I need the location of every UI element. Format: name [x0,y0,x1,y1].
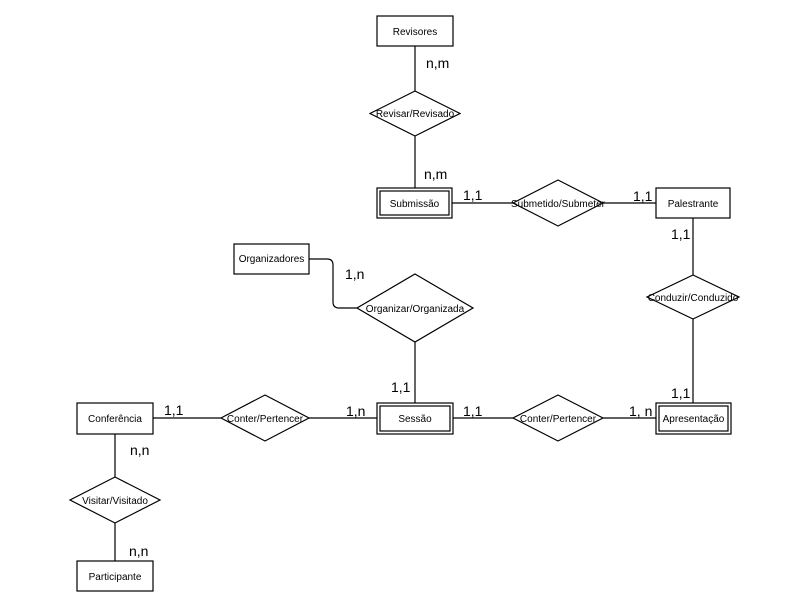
cardinality-conferencia-visitar: n,n [130,442,149,458]
entity-organizadores[interactable]: Organizadores [233,243,310,275]
entity-palestrante[interactable]: Palestrante [655,187,731,219]
relationship-submetido[interactable]: Submetido/Submeter [511,179,606,227]
entity-sessao[interactable]: Sessão [376,402,454,435]
entity-conferencia[interactable]: Conferência [76,402,154,435]
cardinality-sessao-conter2: 1,1 [463,403,483,419]
entity-label: Conferência [88,414,142,425]
cardinality-conferencia-conter: 1,1 [164,402,184,418]
cardinality-apresentacao-conduzir: 1,1 [671,385,691,401]
relationship-label: Conduzir/Conduzido [648,293,739,304]
entity-label: Apresentação [663,414,725,425]
cardinality-apresentacao-conter2: 1, n [629,403,652,419]
relationship-revisar[interactable]: Revisar/Revisado [368,90,462,137]
entity-label: Sessão [398,414,432,425]
entity-participante[interactable]: Participante [76,560,154,592]
entity-revisores[interactable]: Revisores [376,15,454,47]
entity-label: Palestrante [668,199,719,210]
entity-label: Submissão [390,199,440,210]
cardinality-palestrante-submetido: 1,1 [633,188,653,204]
relationship-conduzir[interactable]: Conduzir/Conduzido [645,274,741,320]
edges [114,46,694,561]
entity-label: Organizadores [239,254,305,265]
cardinality-submissao-submetido: 1,1 [463,187,483,203]
relationship-label: Organizar/Organizada [366,304,465,315]
cardinality-sessao-organizar: 1,1 [391,379,411,395]
relationship-visitar[interactable]: Visitar/Visitado [68,476,162,524]
cardinality-revisores-revisar: n,m [426,55,449,71]
edge-organizadores-organizar [309,258,357,309]
relationship-label: Submetido/Submeter [511,199,606,210]
entity-label: Participante [89,572,142,583]
cardinalities: n,m n,m 1,1 1,1 1,1 1,1 1,n 1,1 1,1 1,n … [129,55,691,559]
cardinality-palestrante-conduzir: 1,1 [671,226,691,242]
relationship-conter1[interactable]: Conter/Pertencer [219,394,311,442]
relationship-label: Revisar/Revisado [376,109,455,120]
relationship-organizar[interactable]: Organizar/Organizada [355,273,475,343]
relationship-conter2[interactable]: Conter/Pertencer [511,394,605,442]
cardinality-submissao-revisar: n,m [424,166,447,182]
entity-submissao[interactable]: Submissão [376,187,453,219]
entity-label: Revisores [393,27,437,38]
cardinality-participante-visitar: n,n [129,543,148,559]
relationship-label: Conter/Pertencer [520,414,597,425]
relationship-label: Conter/Pertencer [227,414,304,425]
cardinality-sessao-conter1: 1,n [346,403,365,419]
cardinality-organizadores-organizar: 1,n [345,266,364,282]
relationship-label: Visitar/Visitado [82,496,148,507]
entity-apresentacao[interactable]: Apresentação [655,402,732,435]
